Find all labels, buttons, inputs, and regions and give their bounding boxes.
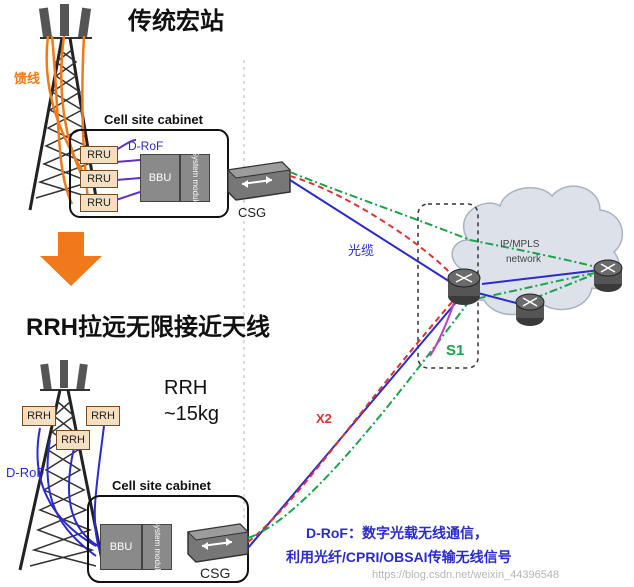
ipmpls-label-line2: network	[506, 254, 542, 265]
cable-label: 光缆	[348, 243, 375, 258]
bottom-rrh-3: RRH	[56, 430, 90, 450]
bottom-csg-label: CSG	[200, 565, 231, 581]
core-router-icon-2	[593, 259, 623, 292]
bottom-cabinet-label: Cell site cabinet	[112, 478, 211, 493]
top-system-module-label: System module	[191, 150, 201, 206]
top-rru-1: RRU	[80, 146, 118, 164]
bottom-rrh-1: RRH	[22, 406, 56, 426]
bottom-system-module-label: System module	[153, 519, 163, 575]
watermark-text: https://blog.csdn.net/weixin_44396548	[372, 569, 560, 581]
caption-line1: D-RoF：数字光载无线通信，	[306, 525, 488, 541]
top-system-module: System module	[180, 150, 210, 206]
rrh-weight-line2: ~15kg	[164, 403, 220, 425]
top-bbu: BBU	[140, 154, 180, 202]
top-cabinet-label: Cell site cabinet	[104, 112, 203, 127]
top-fiber-line	[289, 179, 456, 286]
bottom-bbu: BBU	[100, 524, 142, 570]
feeder-label: 馈线	[14, 71, 41, 86]
top-drof-label: D-RoF	[128, 139, 164, 153]
bottom-csg-device	[186, 523, 250, 563]
s1-label: S1	[446, 342, 465, 359]
bottom-drof-label: D-RoF	[6, 465, 45, 480]
top-csg-label: CSG	[238, 205, 267, 220]
top-section-title: 传统宏站	[128, 8, 224, 35]
bottom-system-module: System module	[142, 519, 172, 575]
bottom-rrh-2: RRH	[86, 406, 120, 426]
top-rru-3: RRU	[80, 194, 118, 212]
top-csg-device	[226, 161, 292, 201]
aggregation-router-icon	[447, 268, 481, 305]
caption-line2: 利用光纤/CPRI/OBSAI传输无线信号	[286, 549, 512, 565]
bottom-section-title: RRH拉远无限接近天线	[26, 314, 270, 341]
ipmpls-label-line1: IP/MPLS	[500, 239, 540, 250]
s1-group-box	[417, 203, 479, 369]
top-rru-2: RRU	[80, 170, 118, 188]
core-router-icon-1	[515, 293, 545, 326]
rrh-weight-line1: RRH	[164, 377, 208, 399]
bottom-fiber-line	[247, 299, 459, 549]
x2-label: X2	[316, 411, 332, 426]
transition-arrow	[40, 232, 102, 286]
